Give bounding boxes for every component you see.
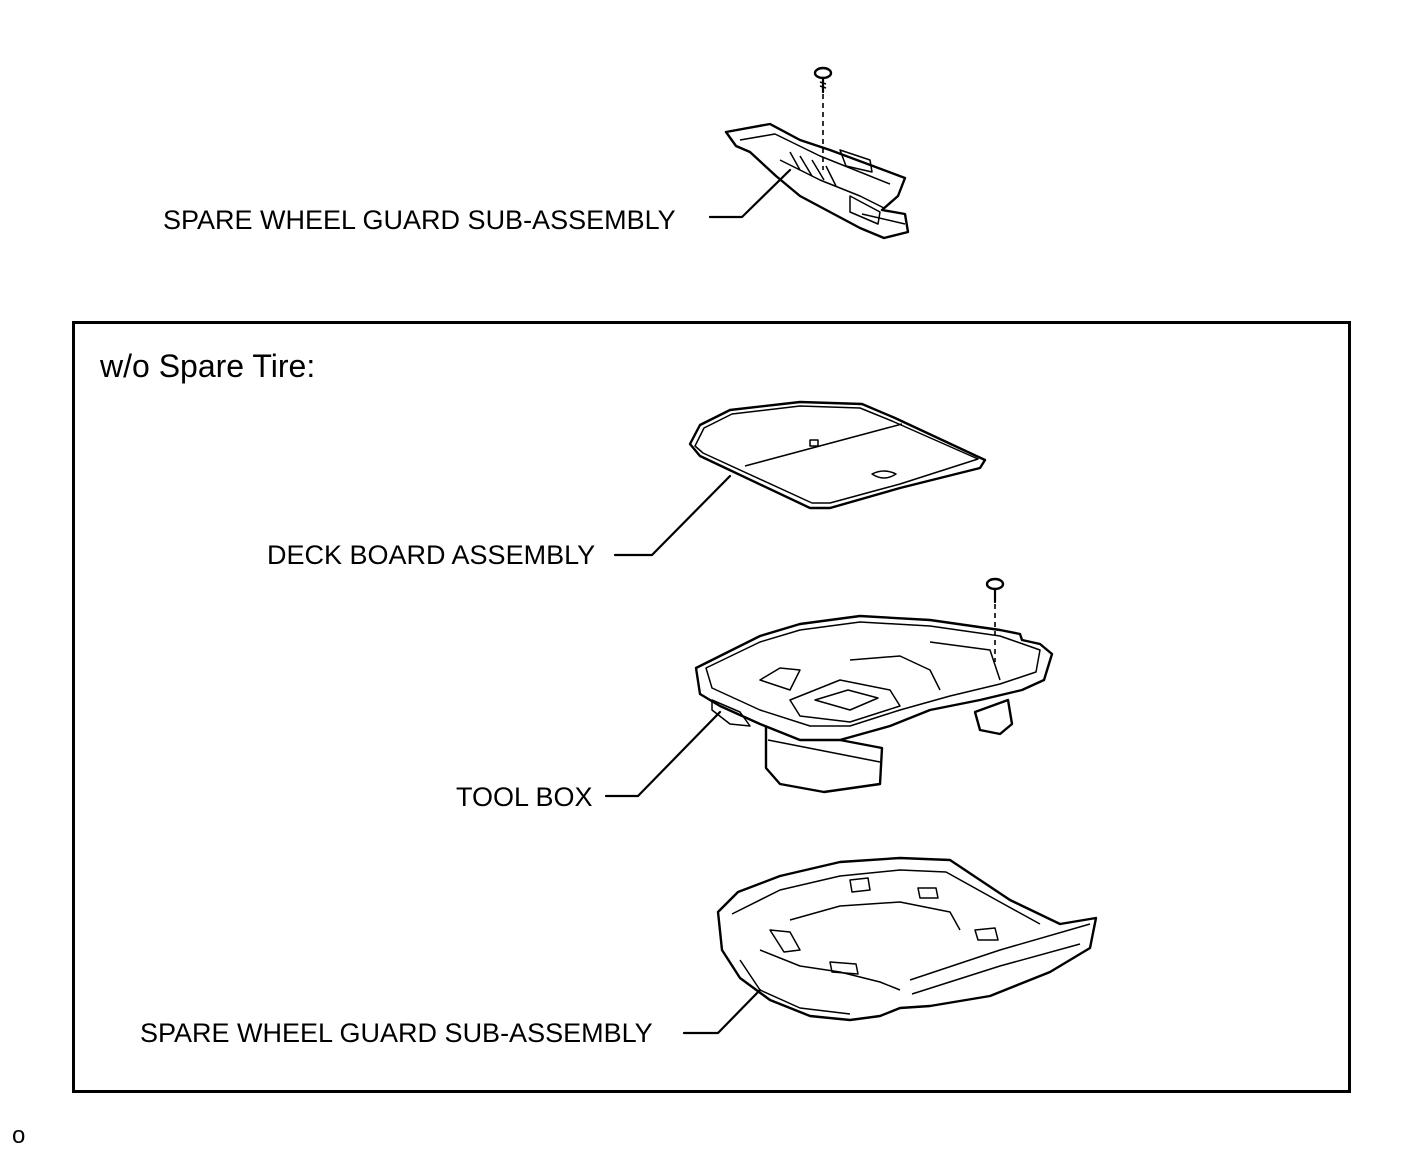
label-deck-board-assembly: DECK BOARD ASSEMBLY	[267, 540, 596, 570]
tool-box-part	[694, 614, 1054, 794]
screw-icon	[813, 66, 833, 94]
bottom-spare-wheel-guard-part	[716, 856, 1098, 1022]
deck-board-part	[688, 400, 987, 510]
panel-title: w/o Spare Tire:	[100, 348, 316, 384]
label-bottom-spare-wheel-guard: SPARE WHEEL GUARD SUB-ASSEMBLY	[140, 1018, 653, 1048]
clip-icon	[985, 577, 1005, 604]
label-top-spare-wheel-guard: SPARE WHEEL GUARD SUB-ASSEMBLY	[163, 205, 676, 235]
leader-tool-box	[604, 710, 722, 798]
leader-top-guard	[708, 168, 792, 219]
corner-code: o	[12, 1122, 26, 1149]
label-tool-box: TOOL BOX	[456, 782, 593, 812]
top-spare-wheel-guard-part	[724, 122, 910, 240]
without-spare-tire-panel	[72, 321, 1351, 1093]
leader-bottom-guard	[682, 988, 762, 1035]
leader-deck-board	[613, 474, 732, 557]
